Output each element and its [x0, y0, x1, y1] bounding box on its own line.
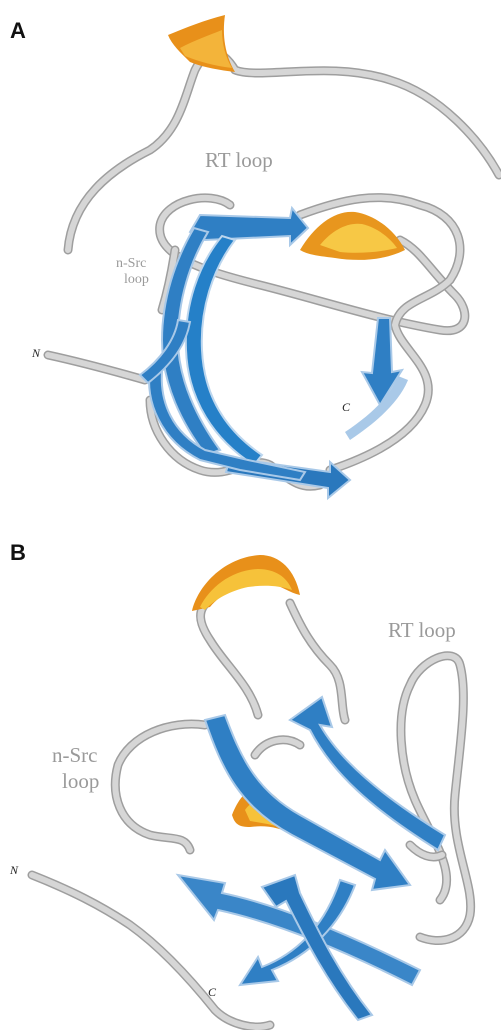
- panel-b: B: [0, 515, 501, 1030]
- panel-b-n-terminus-label: N: [10, 863, 18, 878]
- panel-b-coil-nsrc: [115, 724, 205, 850]
- panel-a-nsrc-label-line2: loop: [124, 272, 149, 288]
- panel-b-nsrc-label-line2: loop: [62, 769, 99, 793]
- panel-a-c-terminus-label: C: [342, 400, 350, 415]
- panel-a-strand-1: [190, 208, 308, 245]
- panel-a-rt-loop-label: RT loop: [205, 148, 273, 173]
- panel-b-rt-loop-label: RT loop: [388, 618, 456, 643]
- panel-b-c-terminus-label: C: [208, 985, 216, 1000]
- panel-b-nsrc-label-line1: n-Src: [52, 743, 98, 767]
- panel-a-n-terminus-label: N: [32, 346, 40, 361]
- panel-a-helix-top: [168, 15, 235, 72]
- panel-a-helix-right: [300, 212, 405, 260]
- panel-a-nsrc-label-line1: n-Src: [116, 256, 146, 272]
- panel-a: A: [0, 0, 501, 515]
- panel-b-helix-top: [192, 555, 300, 611]
- panel-a-ribbon-structure: [0, 0, 501, 515]
